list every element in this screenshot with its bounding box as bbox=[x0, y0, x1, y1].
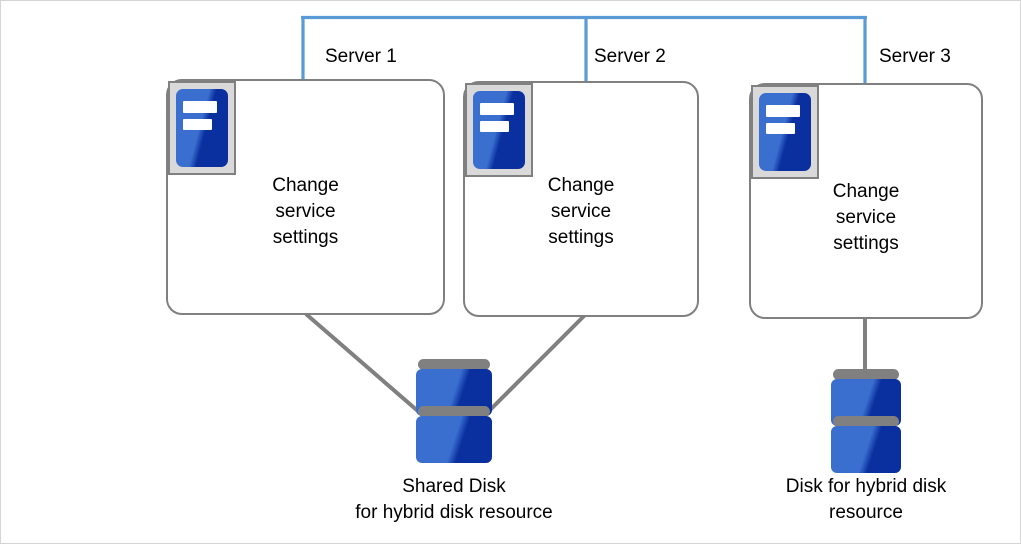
server-icon-bar-bottom bbox=[183, 118, 212, 131]
server-icon bbox=[465, 83, 533, 177]
disk-cap-middle bbox=[833, 416, 899, 427]
network-label-server-1: Server 1 bbox=[325, 46, 397, 67]
disk-stack-icon-local bbox=[831, 369, 901, 473]
server-icon-bar-bottom bbox=[480, 120, 509, 133]
connector-server1-to-shared-disk bbox=[304, 312, 421, 414]
server-box-1[interactable]: Change service settings bbox=[166, 79, 445, 315]
server-icon-body bbox=[473, 91, 525, 169]
server-icon-bar-bottom bbox=[766, 122, 795, 135]
disk-stack-icon-shared bbox=[416, 359, 492, 464]
server-1-body-text: Change service settings bbox=[272, 175, 339, 248]
disk-cap-top bbox=[833, 369, 899, 380]
server-icon-bar-top bbox=[766, 105, 800, 118]
network-label-server-3: Server 3 bbox=[879, 46, 951, 67]
disk-cap-middle bbox=[418, 406, 490, 417]
network-label-server-2: Server 2 bbox=[594, 46, 666, 67]
server-icon-bar-top bbox=[183, 101, 217, 114]
server-2-body-text: Change service settings bbox=[547, 175, 615, 248]
disk-platter-lower bbox=[831, 426, 901, 473]
server-3-body-text: Change service settings bbox=[832, 181, 900, 254]
server-icon bbox=[751, 85, 819, 179]
shared-disk-label: Shared Disk for hybrid disk resource bbox=[355, 476, 553, 523]
server-icon-body bbox=[759, 93, 811, 171]
connector-server2-to-shared-disk bbox=[486, 313, 587, 414]
server-icon-bar-top bbox=[480, 103, 514, 116]
disk-cap-top bbox=[418, 359, 490, 370]
disk-connector-lines bbox=[304, 312, 867, 414]
server-icon-body bbox=[176, 89, 228, 167]
server-box-3[interactable]: Change service settings bbox=[749, 83, 983, 319]
disk-platter-lower bbox=[416, 416, 492, 463]
server-icon bbox=[168, 81, 236, 175]
local-disk-label: Disk for hybrid disk resource bbox=[785, 476, 947, 523]
